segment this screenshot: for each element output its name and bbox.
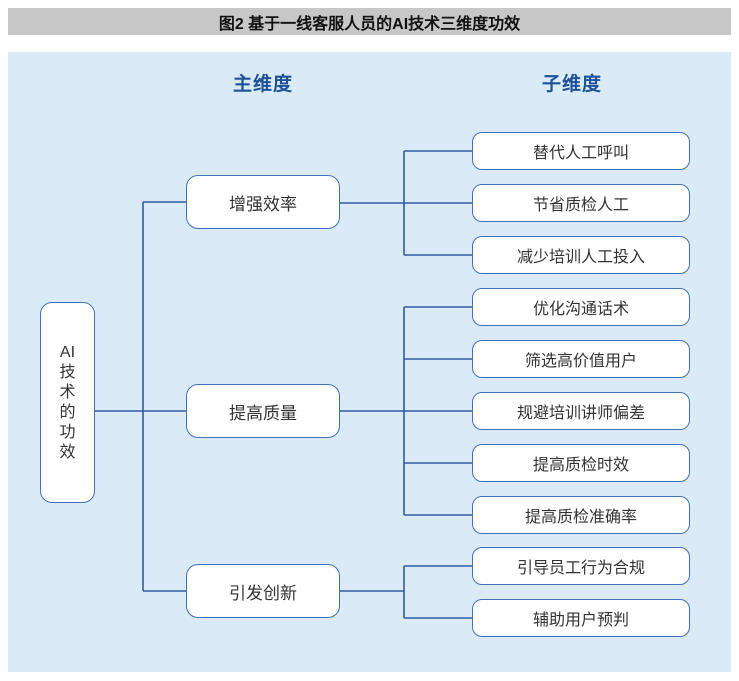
sub-node-guide-employee-compliance: 引导员工行为合规 <box>472 547 690 585</box>
column-header-main-label: 主维度 <box>232 73 293 95</box>
figure-title-bar: 图2 基于一线客服人员的AI技术三维度功效 <box>8 8 731 35</box>
column-header-main-dimension: 主维度 <box>186 70 340 95</box>
sub-node-save-qc-labor: 节省质检人工 <box>472 184 690 222</box>
sub-node-replace-manual-calls: 替代人工呼叫 <box>472 132 690 170</box>
sub-node-screen-high-value-users: 筛选高价值用户 <box>472 340 690 378</box>
sub-node-assist-user-prediction: 辅助用户预判 <box>472 599 690 637</box>
sub-node-reduce-training-labor: 减少培训人工投入 <box>472 236 690 274</box>
column-header-sub-dimension: 子维度 <box>472 70 672 95</box>
column-header-sub-label: 子维度 <box>541 73 602 95</box>
sub-node-avoid-trainer-bias: 规避培训讲师偏差 <box>472 392 690 430</box>
root-node-ai-efficacy: AI 技 术 的 功 效 <box>40 302 95 503</box>
main-node-improve-quality: 提高质量 <box>186 384 340 438</box>
figure-title: 图2 基于一线客服人员的AI技术三维度功效 <box>218 15 521 33</box>
main-node-enhance-efficiency: 增强效率 <box>186 175 340 229</box>
sub-node-improve-qc-accuracy: 提高质检准确率 <box>472 496 690 534</box>
sub-node-optimize-scripts: 优化沟通话术 <box>472 288 690 326</box>
main-node-trigger-innovation: 引发创新 <box>186 564 340 618</box>
sub-node-improve-qc-timeliness: 提高质检时效 <box>472 444 690 482</box>
